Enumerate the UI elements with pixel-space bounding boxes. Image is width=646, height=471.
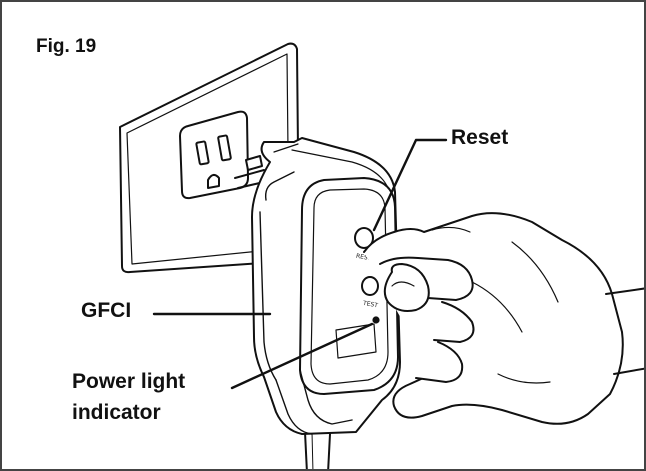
power-light-leader-line [230, 322, 374, 390]
power-light-label-line2: indicator [72, 401, 161, 424]
reset-leader-line [372, 138, 448, 232]
leader-lines [152, 138, 448, 390]
figure-title: Fig. 19 [36, 36, 97, 57]
test-button-text: TEST [361, 300, 378, 310]
hand-illustration [363, 212, 644, 425]
power-light-callout-label: Power light indicator [72, 366, 185, 428]
gfci-callout-label: GFCI [81, 299, 132, 322]
reset-callout-label: Reset [451, 126, 509, 149]
reset-button-text: RESET [355, 253, 375, 263]
power-cord [304, 431, 331, 469]
test-button [361, 276, 379, 296]
outlet-receptacle [179, 110, 249, 200]
reset-button [354, 227, 374, 249]
power-light-dot [372, 316, 380, 324]
power-light-label-line1: Power light [72, 370, 186, 393]
gfci-device-body [251, 137, 401, 435]
